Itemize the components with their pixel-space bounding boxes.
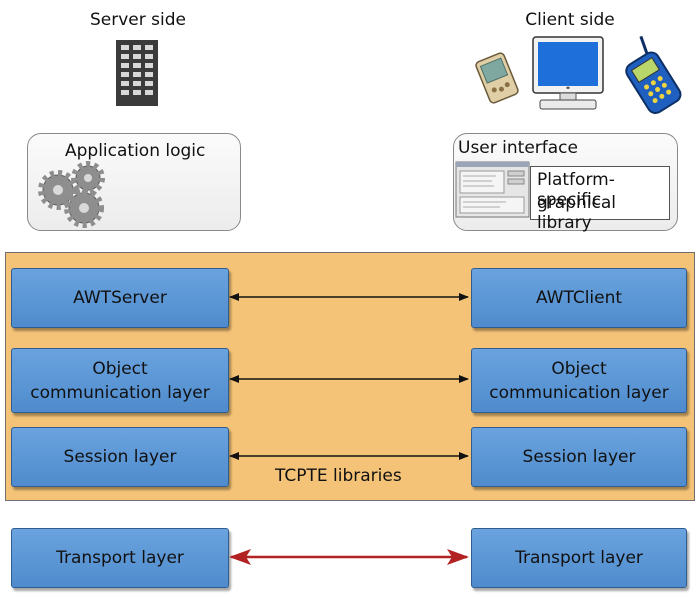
mobile-phone-icon (625, 35, 682, 115)
object-communication-layer-server: Object communication layer (11, 348, 229, 413)
session-layer-server: Session layer (11, 427, 229, 487)
awtclient-layer: AWTClient (471, 268, 687, 328)
platform-library-label-1: Platform-specific (537, 170, 615, 210)
tcpte-label: TCPTE libraries (275, 466, 402, 486)
object-layer-client-label-1: Object (551, 358, 607, 379)
platform-library-label-2: graphical library (537, 193, 616, 233)
transport-layer-server-label: Transport layer (56, 548, 184, 568)
application-logic-title: Application logic (65, 141, 206, 161)
server-rack-icon (116, 40, 158, 106)
transport-layer-client-label: Transport layer (515, 548, 643, 568)
desktop-monitor-icon (532, 36, 604, 110)
session-layer-client-label: Session layer (522, 447, 636, 467)
gears-icon (38, 161, 105, 228)
object-layer-client-label-2: communication layer (489, 382, 669, 403)
platform-library-box: Platform-specific graphical library (530, 166, 670, 233)
transport-layer-client: Transport layer (471, 528, 687, 588)
pda-icon (475, 52, 519, 104)
dialog-window-icon (455, 161, 530, 218)
object-layer-server-label-1: Object (92, 358, 148, 379)
session-layer-client: Session layer (471, 427, 687, 487)
server-side-heading: Server side (90, 10, 186, 30)
awtclient-label: AWTClient (535, 288, 623, 308)
client-side-heading: Client side (525, 10, 615, 30)
object-layer-server-label-2: communication layer (30, 382, 210, 403)
transport-layer-server: Transport layer (11, 528, 229, 588)
awtserver-layer: AWTServer (11, 268, 229, 328)
user-interface-title: User interface (458, 138, 578, 158)
session-layer-server-label: Session layer (63, 447, 177, 467)
awtserver-label: AWTServer (73, 288, 167, 308)
object-communication-layer-client: Object communication layer (471, 348, 687, 413)
